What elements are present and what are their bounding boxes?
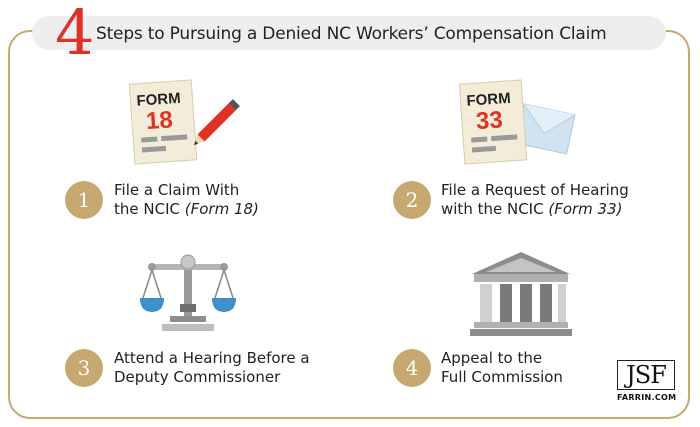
step-1-line2: the NCIC (Form 18) [114,200,259,219]
logo-site: FARRIN.COM [617,393,677,402]
step-number-badge: 2 [393,181,431,219]
step-2-text: File a Request of Hearing with the NCIC … [441,181,629,219]
step-number-badge: 1 [65,181,103,219]
step-2-line2-text: with the NCIC [441,200,549,218]
step-2-line1: File a Request of Hearing [441,181,629,199]
form-label: FORM [136,90,181,110]
steps-count: 4 [55,0,95,69]
step-4-text: Appeal to the Full Commission [441,349,563,387]
step-3-text: Attend a Hearing Before a Deputy Commiss… [114,349,310,387]
title-banner [32,16,666,50]
step-4-line2: Full Commission [441,368,563,386]
step-3-line2: Deputy Commissioner [114,368,281,386]
farrin-logo: JSF FARRIN.COM [617,360,677,406]
form-33-with-envelope-icon: FORM 33 [458,79,576,165]
step-2-form-ref: (Form 33) [548,200,623,218]
step-1-text: File a Claim With the NCIC (Form 18) [114,181,259,219]
form-18-with-pencil-icon: FORM 18 [128,79,240,165]
step-3-line1: Attend a Hearing Before a [114,349,310,367]
step-1-line1: File a Claim With [114,181,240,199]
courthouse-icon [470,252,572,336]
content-frame [8,30,690,419]
step-1-form-ref: (Form 18) [184,200,259,218]
form-number: 18 [145,106,174,135]
form-label: FORM [466,90,511,110]
page-title: Steps to Pursuing a Denied NC Workers’ C… [96,24,607,44]
step-number-badge: 3 [65,349,103,387]
form-number: 33 [475,106,504,135]
step-number-badge: 4 [393,349,431,387]
logo-mark: JSF [617,360,675,390]
step-2-line2: with the NCIC (Form 33) [441,200,629,219]
step-1-line2-text: the NCIC [114,200,185,218]
step-4-line1: Appeal to the [441,349,543,367]
scales-of-justice-icon [140,254,236,331]
